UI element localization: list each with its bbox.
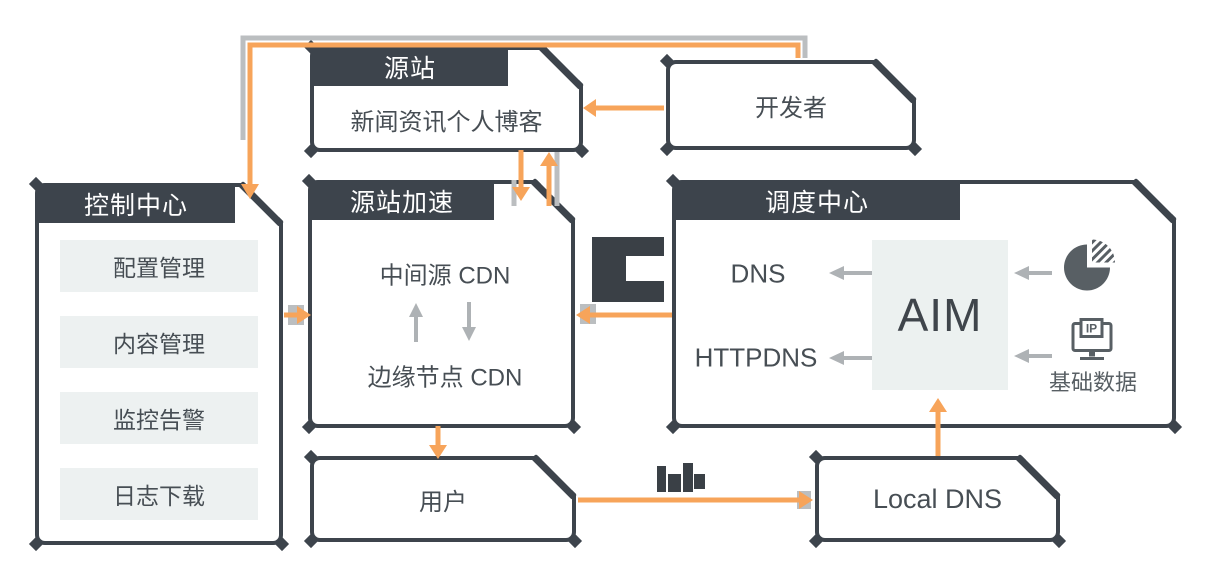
local-dns-card: Local DNS	[808, 449, 1067, 549]
origin-card: 源站 新闻资讯个人博客	[303, 39, 590, 159]
folded-corner-icon	[538, 44, 585, 90]
folded-corner-icon	[530, 178, 577, 224]
scheduling-center-header: 调度中心	[674, 182, 960, 220]
corner-notch	[665, 419, 681, 435]
httpdns-label: HTTPDNS	[694, 342, 818, 373]
base-data-label: 基础数据	[1048, 370, 1138, 395]
control-center-header: 控制中心	[37, 185, 235, 223]
aim-box: AIM	[872, 240, 1008, 390]
corner-notch	[566, 419, 582, 435]
developer-label: 开发者	[755, 94, 827, 122]
local-dns-label: Local DNS	[872, 483, 1003, 514]
control-item-monitor: 监控告警	[60, 392, 258, 444]
control-item-content: 内容管理	[60, 316, 258, 368]
control-item-log: 日志下载	[60, 468, 258, 520]
arrow-user-to-local-dns	[578, 491, 813, 509]
user-card: 用户	[303, 449, 583, 549]
corner-notch	[1167, 419, 1183, 435]
ip-monitor-icon: IP	[1066, 316, 1118, 373]
control-item-config: 配置管理	[60, 240, 258, 292]
middle-cdn-label: 中间源 CDN	[379, 262, 511, 290]
developer-card: 开发者	[659, 53, 923, 157]
control-center-items: 配置管理 内容管理 监控告警 日志下载	[60, 240, 258, 520]
origin-body-label: 新闻资讯个人博客	[350, 108, 543, 136]
folded-corner-icon	[1131, 178, 1178, 224]
corner-notch	[301, 419, 317, 435]
control-center-card: 控制中心 配置管理 内容管理 监控告警 日志下载	[28, 176, 290, 552]
origin-header: 源站	[312, 48, 508, 86]
folded-corner-icon	[1015, 454, 1062, 500]
arrow-developer-to-origin	[583, 99, 664, 117]
user-label: 用户	[419, 488, 467, 516]
folded-corner-icon	[238, 181, 285, 227]
ip-icon-label: IP	[1086, 322, 1097, 336]
corner-notch	[274, 536, 290, 552]
origin-acceleration-header: 源站加速	[310, 182, 494, 220]
scheduling-center-card: 调度中心 DNS HTTPDNS AIM IP	[665, 173, 1183, 435]
corner-notch	[28, 536, 44, 552]
folded-corner-icon	[871, 58, 918, 104]
dns-label: DNS	[730, 258, 786, 289]
origin-acceleration-card: 源站加速 中间源 CDN 边缘节点 CDN	[301, 173, 582, 435]
pie-chart-icon	[1061, 238, 1117, 299]
edge-cdn-label: 边缘节点 CDN	[367, 364, 523, 392]
arrow-scheduling-to-acceleration	[576, 306, 672, 324]
folded-corner-icon	[531, 454, 578, 500]
arrow-control-to-acceleration	[284, 306, 311, 324]
aim-label: AIM	[897, 289, 983, 341]
arrow-acceleration-to-user	[429, 426, 447, 459]
